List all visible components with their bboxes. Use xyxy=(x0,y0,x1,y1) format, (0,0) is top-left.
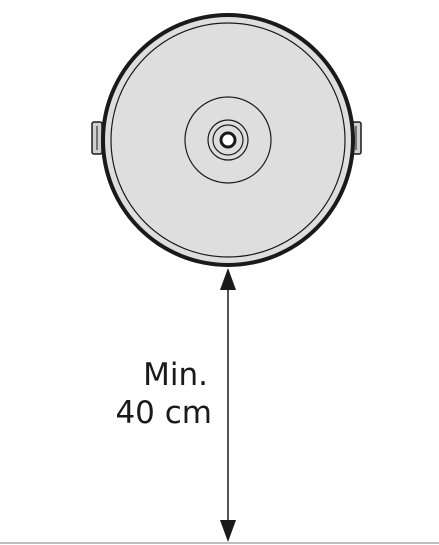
left-mount-bracket xyxy=(91,121,103,155)
appliance-inner-ring xyxy=(110,22,346,258)
appliance-top-view xyxy=(101,13,355,267)
appliance-center-ring xyxy=(184,96,272,184)
appliance-hub-mid xyxy=(212,124,244,156)
arrowhead-down xyxy=(220,520,236,542)
appliance-hub-outer xyxy=(207,119,249,161)
clearance-dimension-arrow xyxy=(220,268,236,542)
distance-label-line2: 40 cm xyxy=(115,395,212,431)
distance-label-line1: Min. xyxy=(143,357,208,393)
arrowhead-up xyxy=(220,268,236,290)
appliance-hub-knob xyxy=(219,131,237,149)
